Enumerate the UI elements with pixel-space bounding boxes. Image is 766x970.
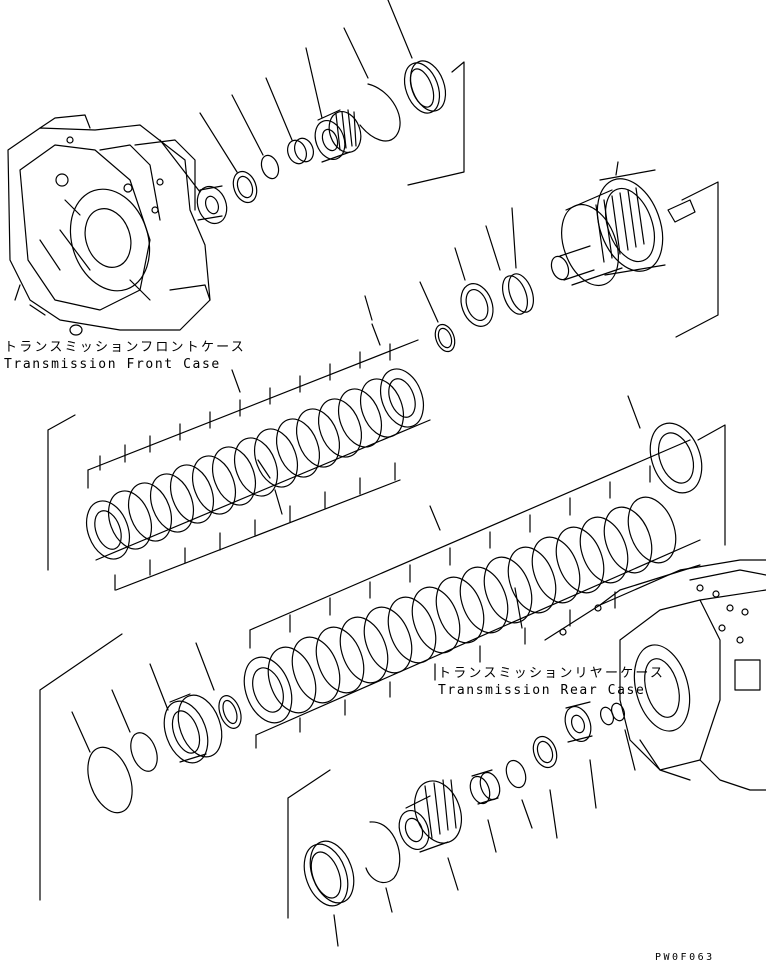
- piston-lower: [163, 693, 223, 764]
- bearing-front: [196, 185, 228, 225]
- bushing-lower: [469, 769, 501, 805]
- clutch-plates-lower: [243, 422, 703, 724]
- bearing-rear: [564, 701, 593, 743]
- seal-ring-large: [403, 60, 447, 114]
- upper-parts: [159, 0, 465, 225]
- upper-clutch-pack: [47, 295, 431, 591]
- transmission-rear-case: [544, 559, 766, 791]
- seal-ring-rear: [303, 840, 355, 907]
- lower-clutch-pack: [243, 395, 726, 749]
- transmission-front-case: [7, 114, 211, 336]
- lower-left-parts: [39, 633, 242, 901]
- rear-case-label-en: Transmission Rear Case: [438, 683, 646, 698]
- front-case-label-jp: トランスミッションフロントケース: [4, 340, 246, 355]
- figure-code: PW0F063: [655, 952, 715, 963]
- gear-hub-rear: [398, 779, 462, 853]
- clutch-assembly: [550, 161, 719, 338]
- rear-case-label-jp: トランスミッションリヤーケース: [438, 666, 666, 681]
- front-case-label-en: Transmission Front Case: [4, 357, 221, 372]
- lower-right-parts: [287, 701, 636, 947]
- middle-small-parts: [419, 207, 534, 353]
- gear-hub-front: [314, 109, 362, 163]
- clutch-plates-upper: [85, 368, 425, 560]
